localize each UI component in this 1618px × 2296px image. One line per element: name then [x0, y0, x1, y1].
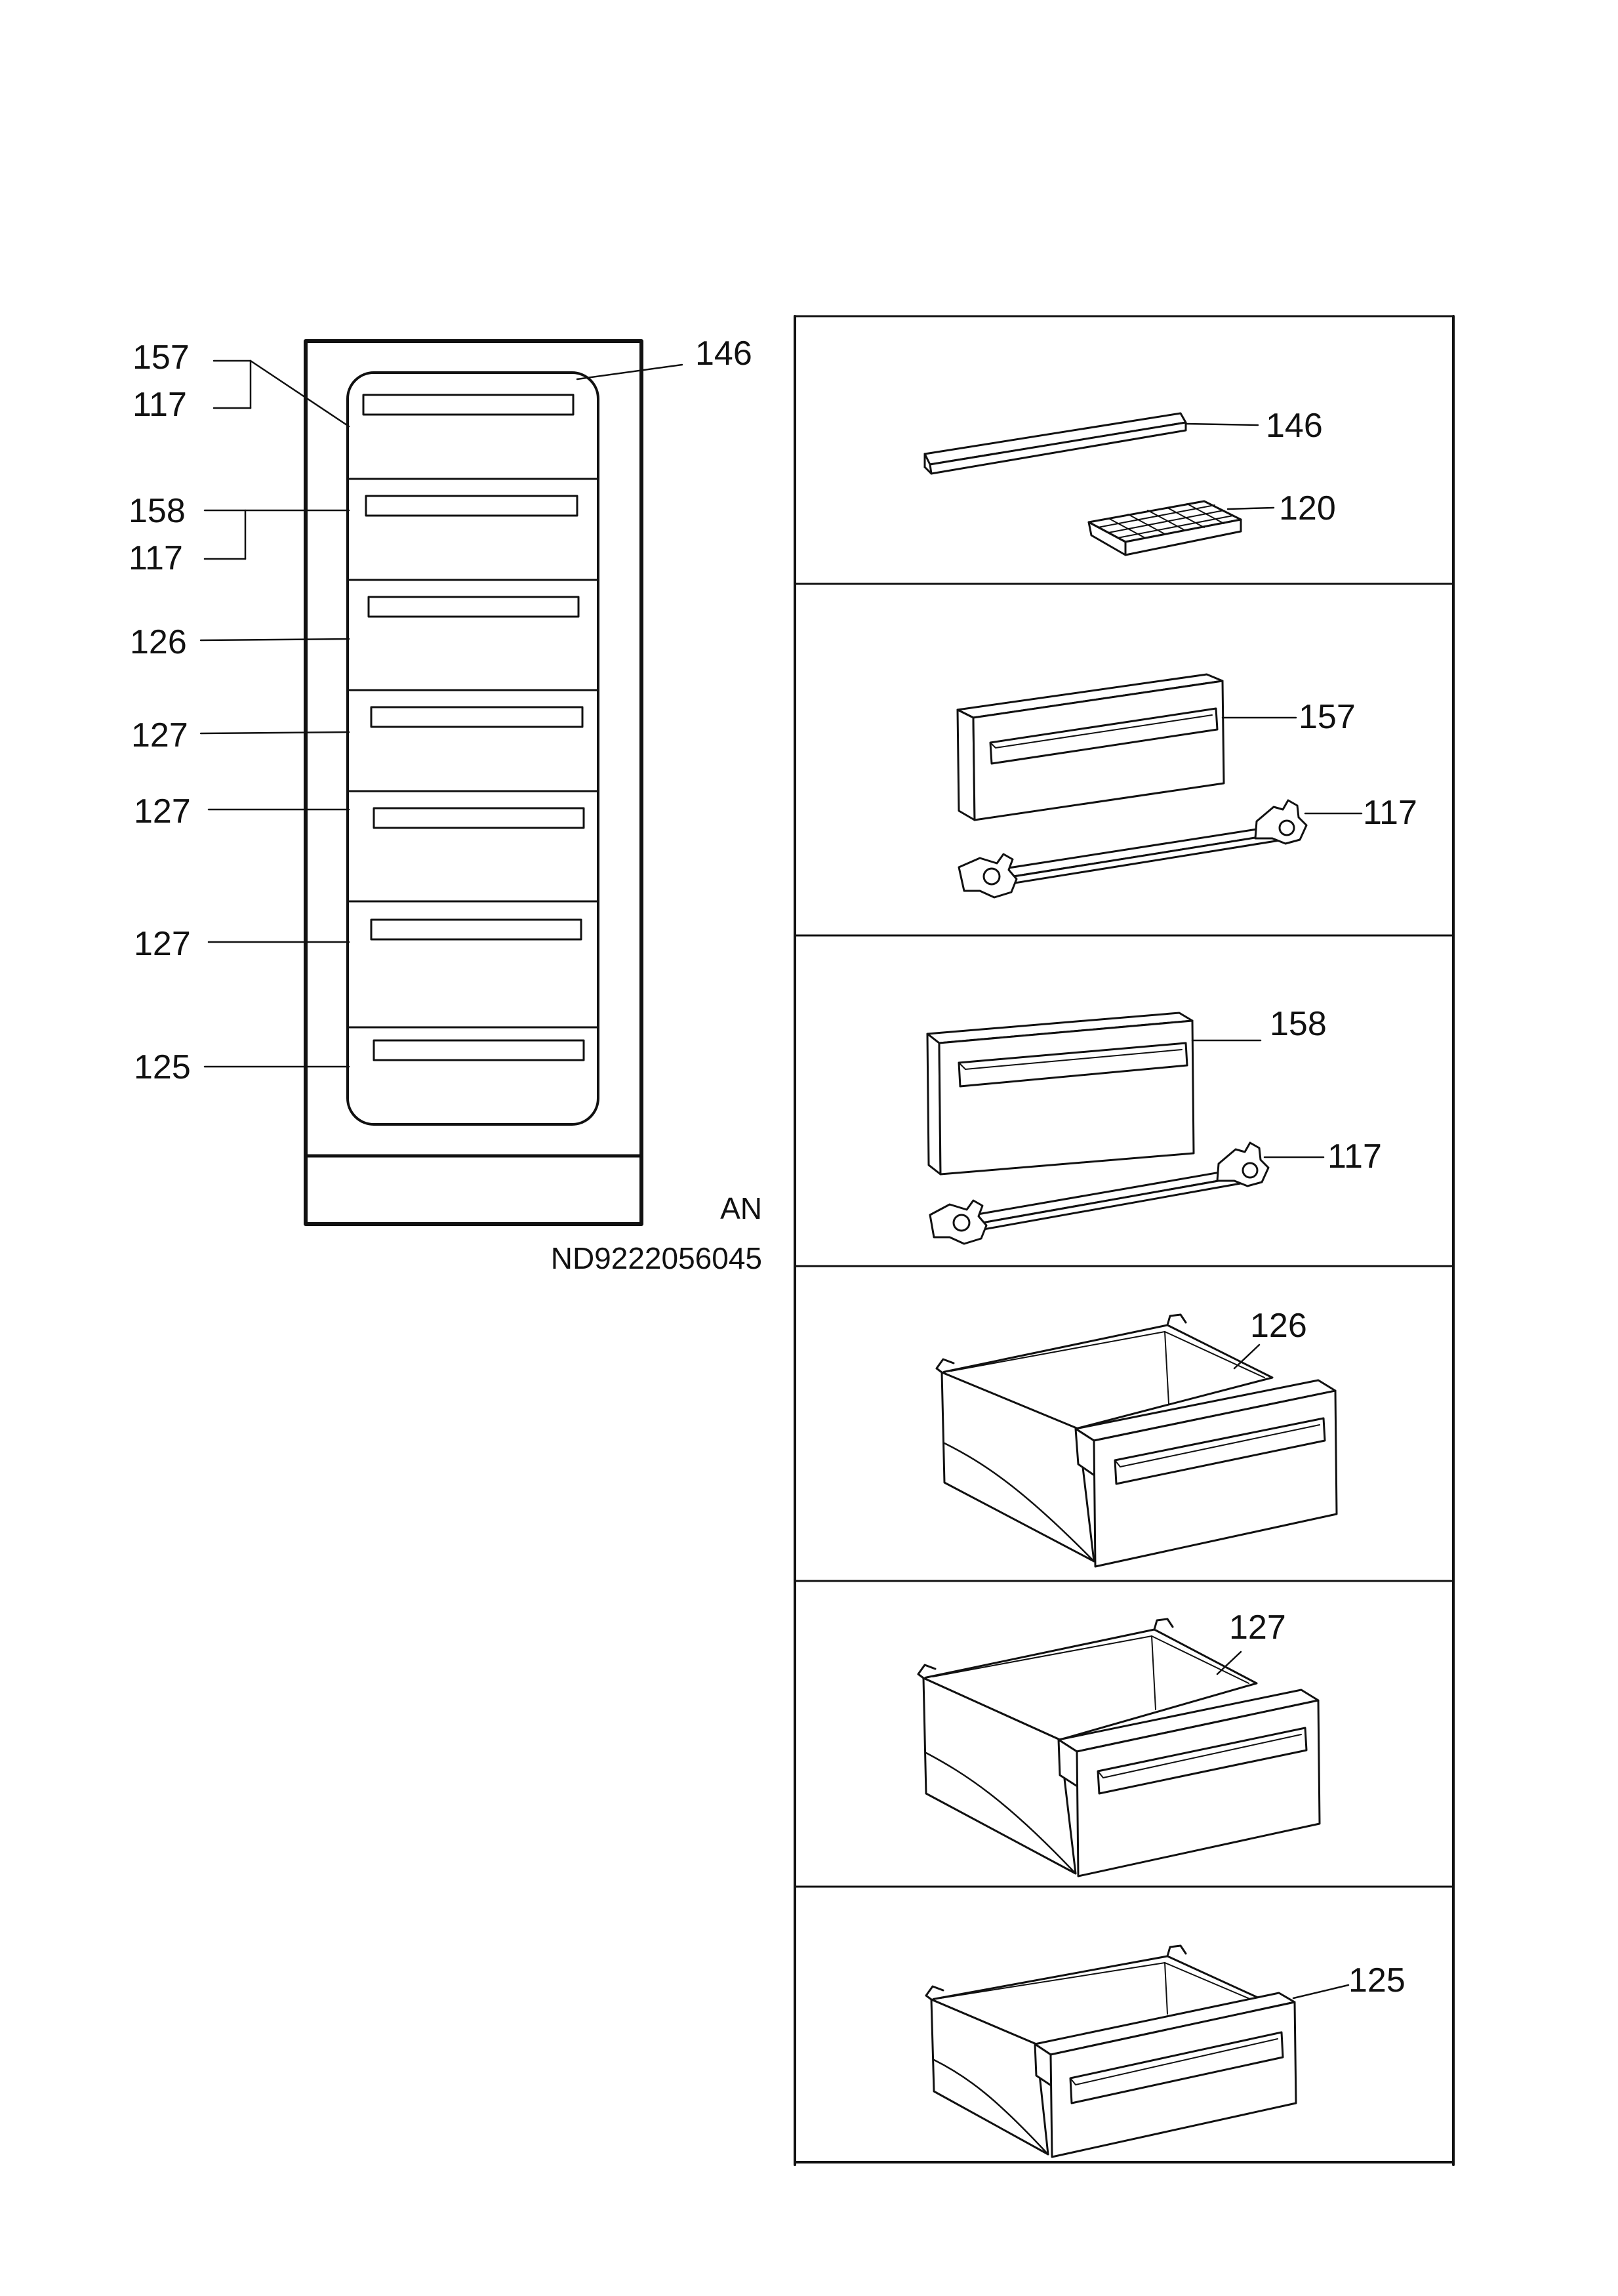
- drawer-126: [935, 1313, 1338, 1568]
- callout-157: 157: [132, 338, 190, 377]
- callout-146: 146: [695, 335, 752, 373]
- callout-127-b: 127: [134, 792, 191, 830]
- parts-panels-frame: [794, 315, 1455, 2166]
- flap-158: [926, 1012, 1195, 1176]
- label-126: 126: [1250, 1307, 1307, 1345]
- callout-125: 125: [134, 1048, 191, 1086]
- label-157: 157: [1299, 698, 1356, 736]
- overview-leader-lines: [199, 359, 683, 1068]
- drawing-number: ND9222056045: [551, 1241, 762, 1275]
- callout-117-a: 117: [132, 386, 187, 424]
- drawer-125: [925, 1944, 1297, 2158]
- panel-drawer-127: 127: [917, 1609, 1321, 1877]
- callout-127-c: 127: [134, 925, 191, 963]
- label-125: 125: [1348, 1961, 1406, 1999]
- drawer-127: [917, 1618, 1321, 1877]
- label-117-a: 117: [1363, 794, 1417, 832]
- panel-top-flap: 157 117: [956, 673, 1417, 899]
- hinge-rail-117-a: [958, 799, 1308, 899]
- panel-second-flap: 158 117: [926, 1005, 1382, 1245]
- callout-126: 126: [130, 623, 187, 661]
- panel-strip-and-tray: 146 120: [923, 407, 1336, 556]
- label-158: 158: [1270, 1005, 1327, 1043]
- callout-117-b: 117: [129, 539, 183, 577]
- freezer-overview: 157 117 158 117 126 127 127 127 125 146 …: [129, 335, 762, 1275]
- ice-tray-120: [1087, 500, 1242, 556]
- trim-strip-146: [923, 412, 1187, 475]
- compartment-handles: [362, 394, 585, 1061]
- callout-127-a: 127: [131, 716, 188, 754]
- label-117-b: 117: [1327, 1138, 1382, 1176]
- hinge-rail-117-b: [929, 1141, 1270, 1245]
- callout-158: 158: [129, 492, 186, 530]
- overview-callout-labels: 157 117 158 117 126 127 127 127 125 146: [129, 335, 752, 1086]
- flap-157: [956, 673, 1225, 821]
- label-146: 146: [1266, 407, 1323, 445]
- label-120: 120: [1279, 489, 1336, 527]
- panel-drawer-125: 125: [925, 1944, 1406, 2158]
- label-127: 127: [1229, 1609, 1286, 1647]
- compartment-dividers: [346, 478, 599, 1029]
- variant-code: AN: [720, 1191, 762, 1225]
- panel-drawer-126: 126: [935, 1307, 1338, 1568]
